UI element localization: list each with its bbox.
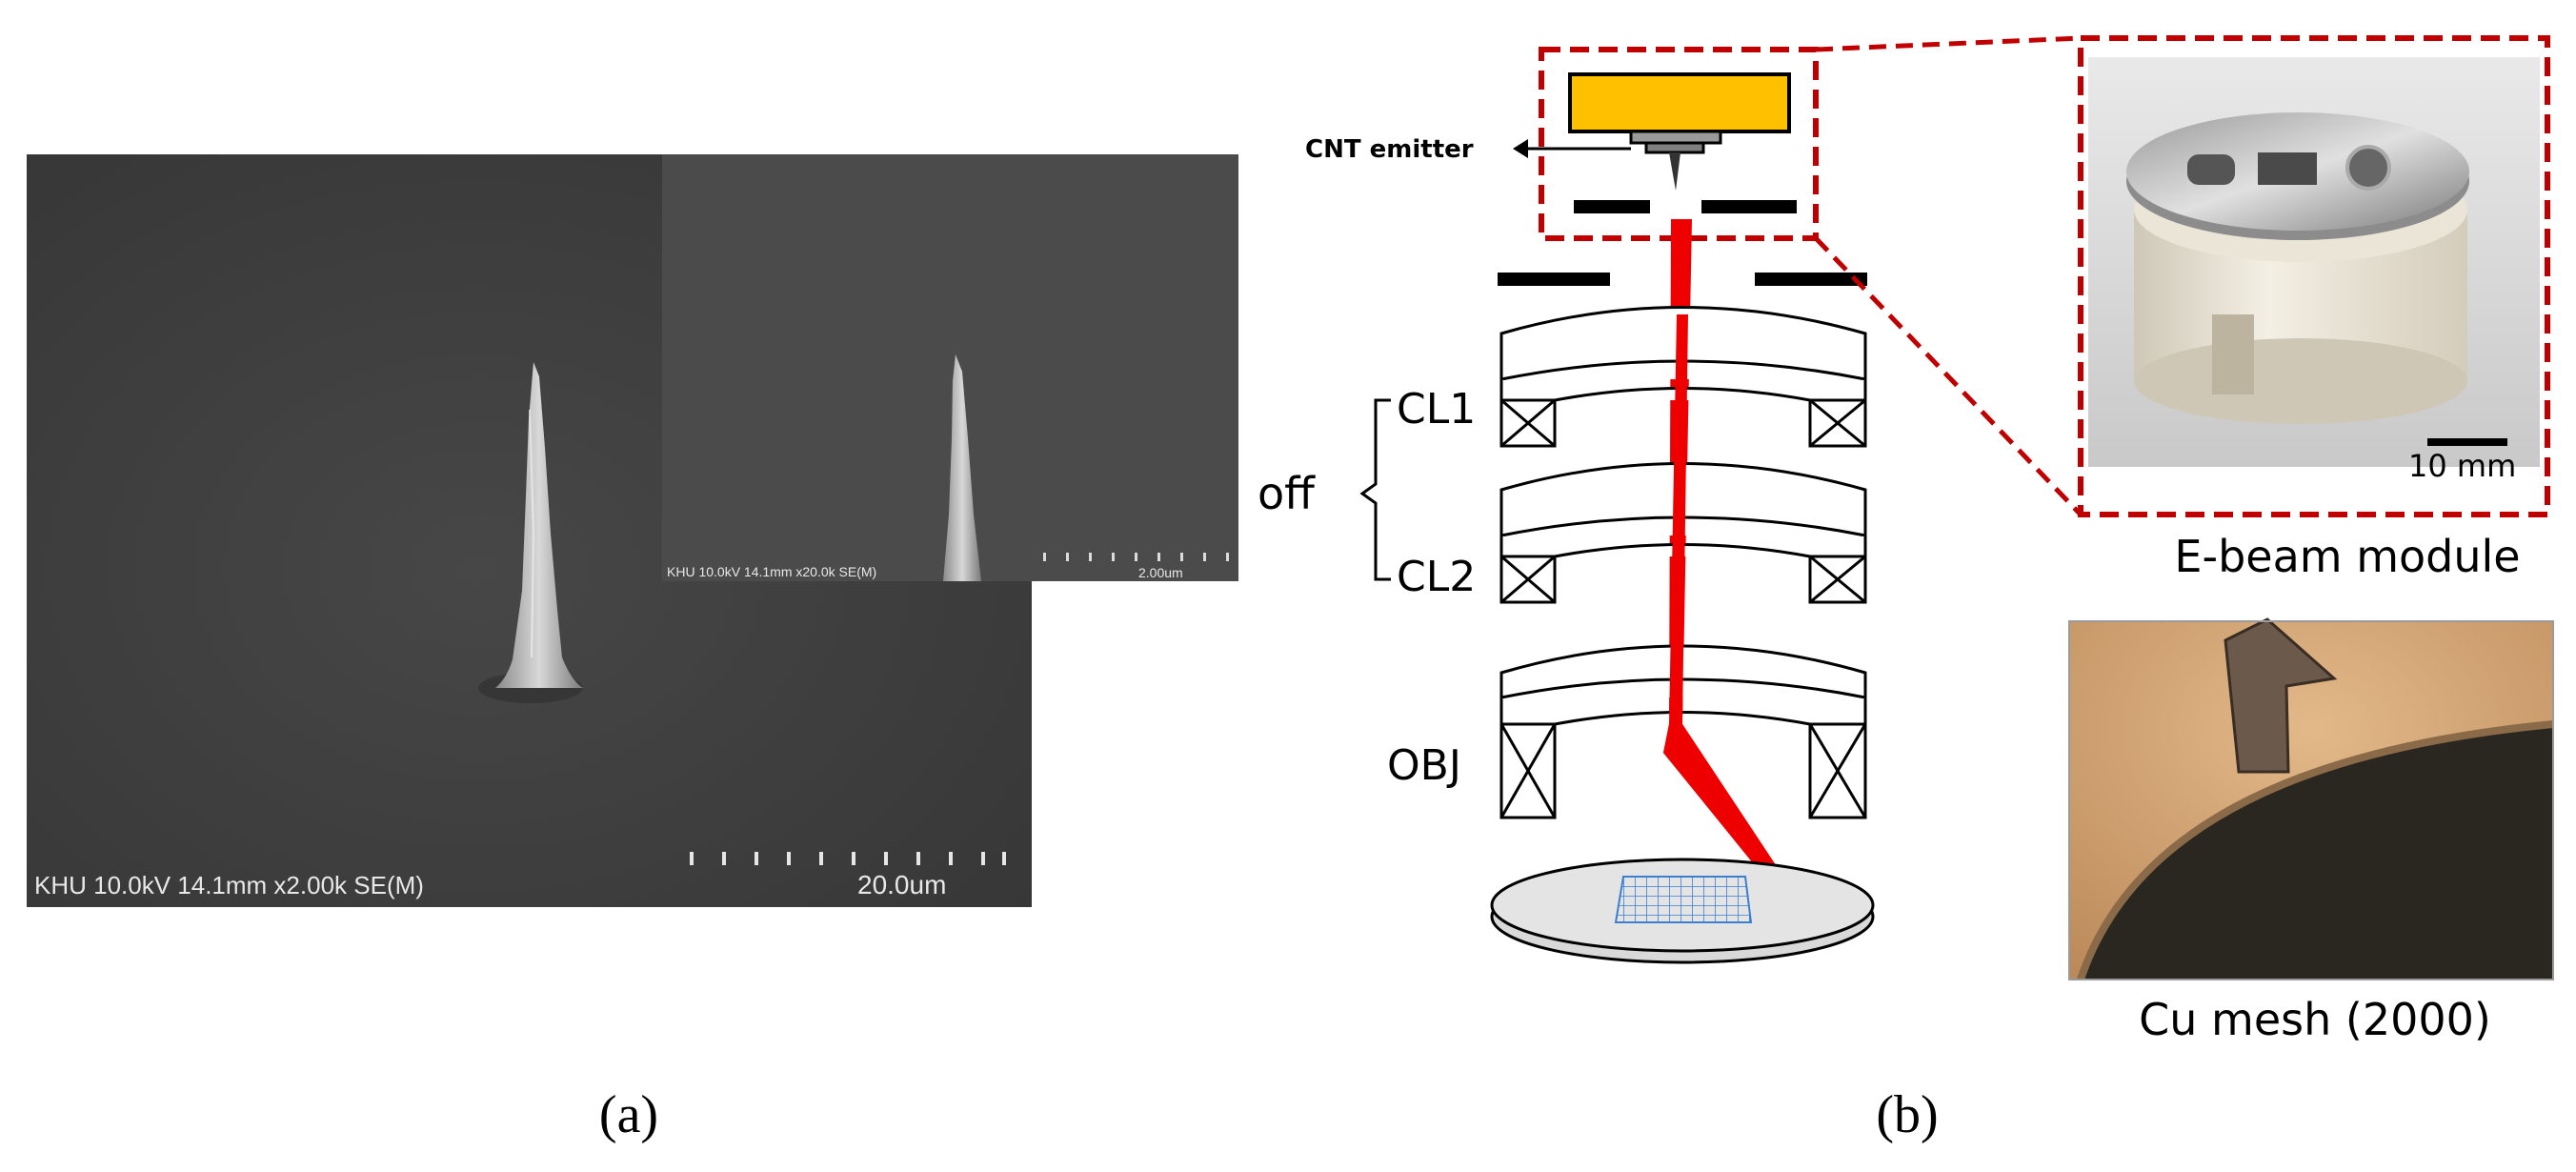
callout-line-bottom <box>1814 236 2083 516</box>
mesh-caption: Cu mesh (2000) <box>2139 994 2491 1045</box>
module-caption: E-beam module <box>2174 531 2520 582</box>
sem-inset-tip <box>943 354 981 581</box>
sem-inset-info: KHU 10.0kV 14.1mm x20.0k SE(M) <box>667 564 876 579</box>
sem-main-tip <box>478 362 583 703</box>
module-scale-label: 10 mm <box>2408 448 2516 484</box>
sem-main-scale-label: 20.0um <box>857 870 946 899</box>
sem-inset-scale-bar <box>1043 553 1229 561</box>
callout-line-top <box>1815 35 2082 52</box>
e-beam-module-photo: 10 mm <box>2078 35 2550 517</box>
panel-label-a: (a) <box>599 1085 658 1144</box>
sample-stage-icon <box>1490 858 1875 964</box>
e-beam-column: CNT emitter <box>1258 35 2083 964</box>
sem-main-scale-bar <box>690 852 1006 865</box>
lens-label-obj: OBJ <box>1387 741 1461 790</box>
cnt-tip-shape <box>1669 152 1680 191</box>
cu-mesh-photo <box>2068 617 2554 981</box>
extractor-electrode-right <box>1701 200 1797 213</box>
off-bracket <box>1359 398 1391 581</box>
sem-main-info: KHU 10.0kV 14.1mm x2.00k SE(M) <box>34 871 424 899</box>
extractor-electrode-left <box>1574 200 1650 213</box>
off-label: off <box>1258 468 1316 519</box>
emitter-block <box>1568 72 1791 133</box>
lens-label-cl2: CL2 <box>1397 553 1476 601</box>
lens-label-cl1: CL1 <box>1397 385 1476 434</box>
magnetic-lens-icon <box>1499 644 1867 819</box>
sem-inset-scale-label: 2.00um <box>1138 565 1183 580</box>
aperture-left <box>1498 273 1610 286</box>
emitter-label: CNT emitter <box>1305 135 1474 164</box>
sem-micrograph: KHU 10.0kV 14.1mm x20.0k SE(M) 2.00um KH… <box>27 154 1238 907</box>
module-scale-bar <box>2427 438 2507 446</box>
emitter-holder <box>1629 130 1722 145</box>
electron-beam <box>1663 219 1783 884</box>
aperture-right <box>1755 273 1867 286</box>
panel-label-b: (b) <box>1876 1085 1938 1144</box>
